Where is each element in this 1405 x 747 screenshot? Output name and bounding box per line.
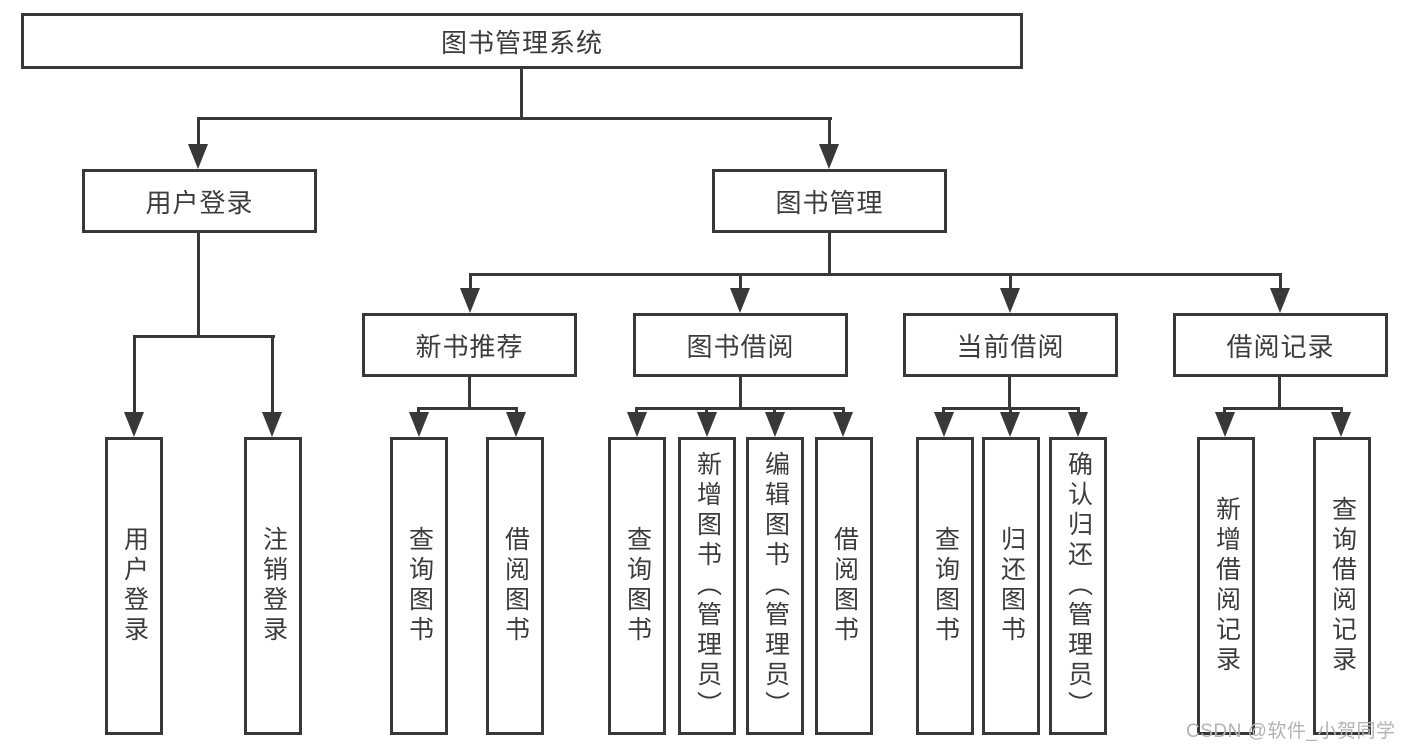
connector-line: [1077, 407, 1080, 415]
leaf-logout: 注销登录: [244, 437, 302, 735]
connector-line: [1008, 377, 1011, 410]
leaf-add-borrow-record: 新增借阅记录: [1197, 437, 1255, 735]
connector-line: [1009, 273, 1012, 290]
leaf-query-borrow-record: 查询借阅记录: [1313, 437, 1371, 735]
leaf-query-books-borrowing: 查询图书: [608, 437, 666, 735]
leaf-user-login: 用户登录: [105, 437, 163, 735]
connector-arrowhead: [188, 144, 208, 169]
connector-line: [739, 377, 742, 410]
leaf-query-books-recommend-label: 查询图书: [405, 526, 434, 646]
connector-arrowhead: [1331, 412, 1351, 437]
connector-arrowhead: [124, 412, 144, 437]
leaf-logout-label: 注销登录: [259, 526, 288, 646]
leaf-add-book-admin-label: 新增图书（管理员）: [693, 451, 722, 721]
node-library-system: 图书管理系统: [21, 13, 1023, 69]
connector-line: [133, 335, 275, 338]
connector-line: [1340, 407, 1343, 415]
leaf-query-books-recommend: 查询图书: [390, 437, 448, 735]
connector-arrowhead: [934, 412, 954, 437]
connector-line: [468, 377, 471, 410]
connector-arrowhead: [1000, 288, 1020, 313]
leaf-confirm-return-admin: 确认归还（管理员）: [1049, 437, 1107, 735]
connector-line: [417, 407, 518, 410]
connector-arrowhead: [730, 288, 750, 313]
connector-line: [828, 117, 831, 146]
connector-line: [942, 407, 945, 415]
node-current-borrowing: 当前借阅: [903, 313, 1118, 377]
leaf-query-books-current-label: 查询图书: [931, 526, 960, 646]
node-new-book-recommend: 新书推荐: [362, 313, 577, 377]
connector-arrowhead: [409, 412, 429, 437]
leaf-edit-book-admin: 编辑图书（管理员）: [746, 437, 804, 735]
connector-line: [133, 335, 136, 414]
connector-arrowhead: [1068, 412, 1088, 437]
node-current-borrowing-label: 当前借阅: [956, 331, 1065, 362]
connector-arrowhead: [627, 412, 647, 437]
leaf-return-book: 归还图书: [982, 437, 1040, 735]
node-book-management: 图书管理: [712, 169, 947, 233]
node-book-borrowing: 图书借阅: [633, 313, 848, 377]
connector-line: [828, 233, 831, 276]
connector-arrowhead: [819, 144, 839, 169]
node-new-book-recommend-label: 新书推荐: [415, 331, 524, 362]
connector-line: [469, 273, 1282, 276]
connector-line: [635, 407, 638, 415]
leaf-edit-book-admin-label: 编辑图书（管理员）: [761, 451, 790, 721]
node-library-system-label: 图书管理系统: [440, 27, 603, 58]
node-borrowing-records: 借阅记录: [1173, 313, 1388, 377]
connector-line: [197, 233, 200, 338]
leaf-borrow-books-borrowing-label: 借阅图书: [830, 526, 859, 646]
connector-arrowhead: [697, 412, 717, 437]
leaf-return-book-label: 归还图书: [997, 526, 1026, 646]
leaf-query-books-borrowing-label: 查询图书: [623, 526, 652, 646]
connector-arrowhead: [262, 412, 282, 437]
connector-arrowhead: [1000, 412, 1020, 437]
node-book-management-label: 图书管理: [775, 187, 884, 218]
connector-line: [1223, 407, 1226, 415]
connector-line: [197, 117, 832, 120]
connector-arrowhead: [506, 412, 526, 437]
leaf-borrow-books-borrowing: 借阅图书: [815, 437, 873, 735]
connector-line: [197, 117, 200, 146]
connector-arrowhead: [765, 412, 785, 437]
connector-arrowhead: [1270, 288, 1290, 313]
connector-line: [739, 273, 742, 290]
connector-arrowhead: [833, 412, 853, 437]
node-book-borrowing-label: 图书借阅: [686, 331, 795, 362]
connector-line: [1278, 377, 1281, 410]
leaf-query-borrow-record-label: 查询借阅记录: [1328, 496, 1357, 676]
connector-line: [1009, 407, 1012, 415]
leaf-query-books-current: 查询图书: [916, 437, 974, 735]
leaf-user-login-label: 用户登录: [120, 526, 149, 646]
connector-line: [635, 407, 845, 410]
node-user-login-label: 用户登录: [145, 187, 254, 218]
leaf-borrow-books-recommend-label: 借阅图书: [501, 526, 530, 646]
leaf-add-book-admin: 新增图书（管理员）: [678, 437, 736, 735]
connector-line: [1223, 407, 1343, 410]
connector-line: [271, 335, 274, 414]
connector-arrowhead: [1215, 412, 1235, 437]
connector-line: [1279, 273, 1282, 290]
connector-line: [705, 407, 708, 415]
leaf-add-borrow-record-label: 新增借阅记录: [1212, 496, 1241, 676]
connector-line: [515, 407, 518, 415]
csdn-watermark: CSDN @软件_小贺同学: [1186, 721, 1396, 742]
connector-line: [469, 273, 472, 290]
node-borrowing-records-label: 借阅记录: [1226, 331, 1335, 362]
leaf-confirm-return-admin-label: 确认归还（管理员）: [1064, 451, 1093, 721]
connector-arrowhead: [460, 288, 480, 313]
connector-line: [520, 69, 523, 120]
connector-line: [842, 407, 845, 415]
connector-line: [417, 407, 420, 415]
connector-line: [773, 407, 776, 415]
node-user-login: 用户登录: [82, 169, 317, 233]
leaf-borrow-books-recommend: 借阅图书: [486, 437, 544, 735]
